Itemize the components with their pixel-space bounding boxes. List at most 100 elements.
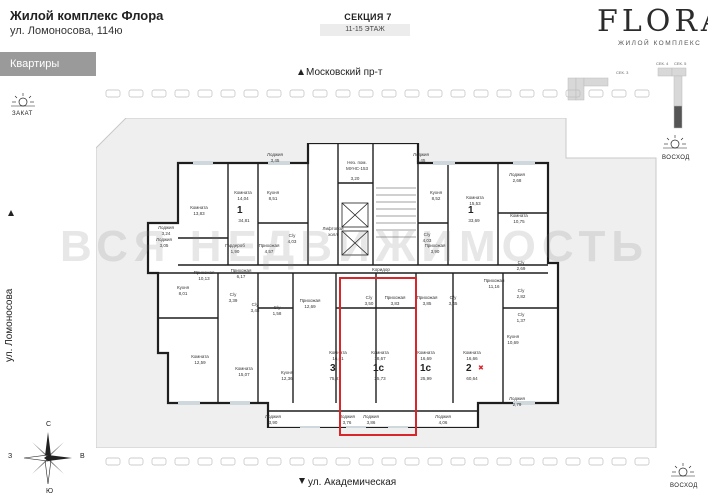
room-left-kitchen: Кухня 8,01 [176,285,190,296]
corridor-label: Коридор [372,267,390,272]
key-plan: СЕК. 3 СЕК. 4 СЕК. 5 [567,61,687,129]
parking-car-icon [565,89,581,98]
sunset-label: ЗАКАТ [12,111,33,117]
room-tech-area: 3,20 [350,176,360,181]
apt2-room: Комната 16,66 [463,350,481,361]
key-plan-sec2 [575,77,585,101]
compass-rose-icon [23,432,72,485]
tab-apartments[interactable]: Квартиры [0,52,96,76]
room-right-loggia: Лоджия 2,79 [509,396,525,407]
room-right-bath: С/у 2,82 [516,288,526,299]
sunrise-icon-top [663,135,687,149]
room-top-left-kitchen: Кухня 8,51 [266,190,280,201]
key-plan-label-sec3: СЕК. 3 [616,70,629,75]
room-top-right-living: Комната 15,53 [466,195,484,206]
compass-south: Ю [46,488,54,495]
parking-car-icon [358,89,374,98]
room-bottom-left-kitchen: Кухня 12,36 [280,370,294,381]
parking-row-top [105,89,650,98]
apt1c-b-number: 1с [420,363,432,374]
room-bottom-left-hall: Прихожая 12,69 [299,298,321,309]
apt1c-a-area: 25,73 [374,376,386,381]
parking-car-icon [611,89,627,98]
apt1c-a-loggia: Лоджия 3,86 [363,414,379,425]
room-left-storage: С/у 1,58 [272,305,282,316]
apt2-area: 60,64 [466,376,478,381]
parking-car-icon [519,457,535,466]
parking-car-icon [312,89,328,98]
apt1c-a-bath: С/у 3,50 [364,295,374,306]
room-left-bath2: С/у 3,48 [250,302,260,313]
key-plan-sections [567,67,687,129]
room-right-bath2: С/у 1,37 [516,312,526,323]
parking-car-icon [634,457,650,466]
parking-car-icon [128,457,144,466]
parking-car-icon [450,89,466,98]
parking-car-icon [542,457,558,466]
room-right-hall: Прихожая 11,16 [483,278,505,289]
parking-car-icon [588,89,604,98]
street-top-arrow-icon [298,69,304,75]
room-left-loggia: Лоджия 3,05 [156,237,172,248]
parking-car-icon [634,89,650,98]
key-plan-label-sec5: СЕК. 5 [674,61,687,66]
floor-plan [146,143,560,428]
compass-west: З [8,453,13,460]
room-top-left-bath: С/у 4,03 [287,233,297,244]
apt1c-b-bath: С/у 3,45 [448,295,458,306]
key-plan-sec5 [671,67,687,77]
floor-range-badge: 11-15 ЭТАЖ [320,24,410,36]
elevator-1 [341,202,369,228]
room-left-hall: Прихожая 10,13 [193,270,215,281]
elevator-2 [341,230,369,256]
watermark: ВСЯ НЕДВИЖИМОСТЬ [60,222,650,271]
parking-car-icon [151,89,167,98]
parking-car-icon [220,89,236,98]
parking-car-icon [312,457,328,466]
room-right-storage: С/у 2,69 [516,260,526,271]
section-title: СЕКЦИЯ 7 [344,12,392,22]
selected-apartment-highlight[interactable] [339,277,417,436]
apt-top-right-area: 33,69 [468,218,480,223]
parking-car-icon [335,457,351,466]
key-plan-sec3 [583,77,609,87]
parking-car-icon [335,89,351,98]
parking-car-icon [174,89,190,98]
parking-car-icon [427,457,443,466]
parking-car-icon [243,89,259,98]
street-left-arrow-icon [8,210,14,216]
parking-car-icon [381,457,397,466]
parking-row-bottom [105,457,650,466]
room-left-hall2: Прихожая 6,17 [230,268,252,279]
parking-car-icon [128,89,144,98]
room-top-right-kitchen: Кухня 8,52 [429,190,443,201]
apt2-marker-icon: ✖ [478,365,484,372]
parking-car-icon [266,457,282,466]
apt3-loggia: Лоджия 3,76 [339,414,355,425]
room-top-left-bedroom: Комната 13,83 [190,205,208,216]
room-bottom-left-room2: Комната 15,07 [235,366,253,377]
key-plan-sec7 [673,105,683,129]
room-top-left-living: Комната 14,04 [234,190,252,201]
parking-car-icon [450,457,466,466]
parking-car-icon [105,457,121,466]
room-bottom-left-room1: Комната 12,59 [191,354,209,365]
parking-car-icon [197,89,213,98]
room-top-left-loggia: Лоджия 3,45 [267,152,283,163]
parking-car-icon [289,457,305,466]
apt-top-left-number: 1 [237,205,243,216]
parking-car-icon [588,457,604,466]
room-top-right-hall: Прихожая 3,90 [424,243,446,254]
apt3-area: 75,81 [329,376,341,381]
street-bottom-label: ул. Академическая [308,477,397,488]
parking-car-icon [358,457,374,466]
parking-car-icon [473,457,489,466]
sunrise-label-bottom: ВОСХОД [670,483,698,489]
parking-car-icon [289,89,305,98]
room-left-bath: С/у 3,39 [228,292,238,303]
apt1c-b-loggia: Лоджия 4,06 [435,414,451,425]
room-top-right-bedroom: Комната 10,75 [510,213,528,224]
parking-car-icon [266,89,282,98]
apt1c-b-hall: Прихожая 3,85 [416,295,438,306]
room-tech: Нез. пом. МУНС-153 [345,160,369,171]
